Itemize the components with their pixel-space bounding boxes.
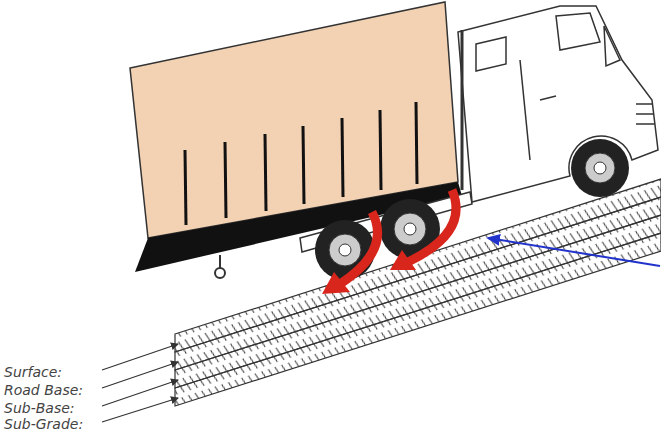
layer-label: Road Base: xyxy=(4,382,83,398)
layer-label-holder: Sub-Grade: xyxy=(4,414,83,432)
force-arrows xyxy=(322,190,456,294)
layer-label: Sub-Base: xyxy=(4,400,75,416)
layer-label: Surface: xyxy=(4,364,62,380)
layer-label: Sub-Grade: xyxy=(4,416,83,432)
layer-label-holder: Surface: xyxy=(4,362,62,381)
leader-lines xyxy=(102,344,178,422)
truck-cab xyxy=(458,6,658,202)
dump-body xyxy=(130,2,462,278)
layer-label-holder: Road Base: xyxy=(4,380,83,399)
wheels xyxy=(315,139,629,280)
pointer-arrow xyxy=(488,238,660,266)
layer-label-holder: Sub-Base: xyxy=(4,398,75,417)
